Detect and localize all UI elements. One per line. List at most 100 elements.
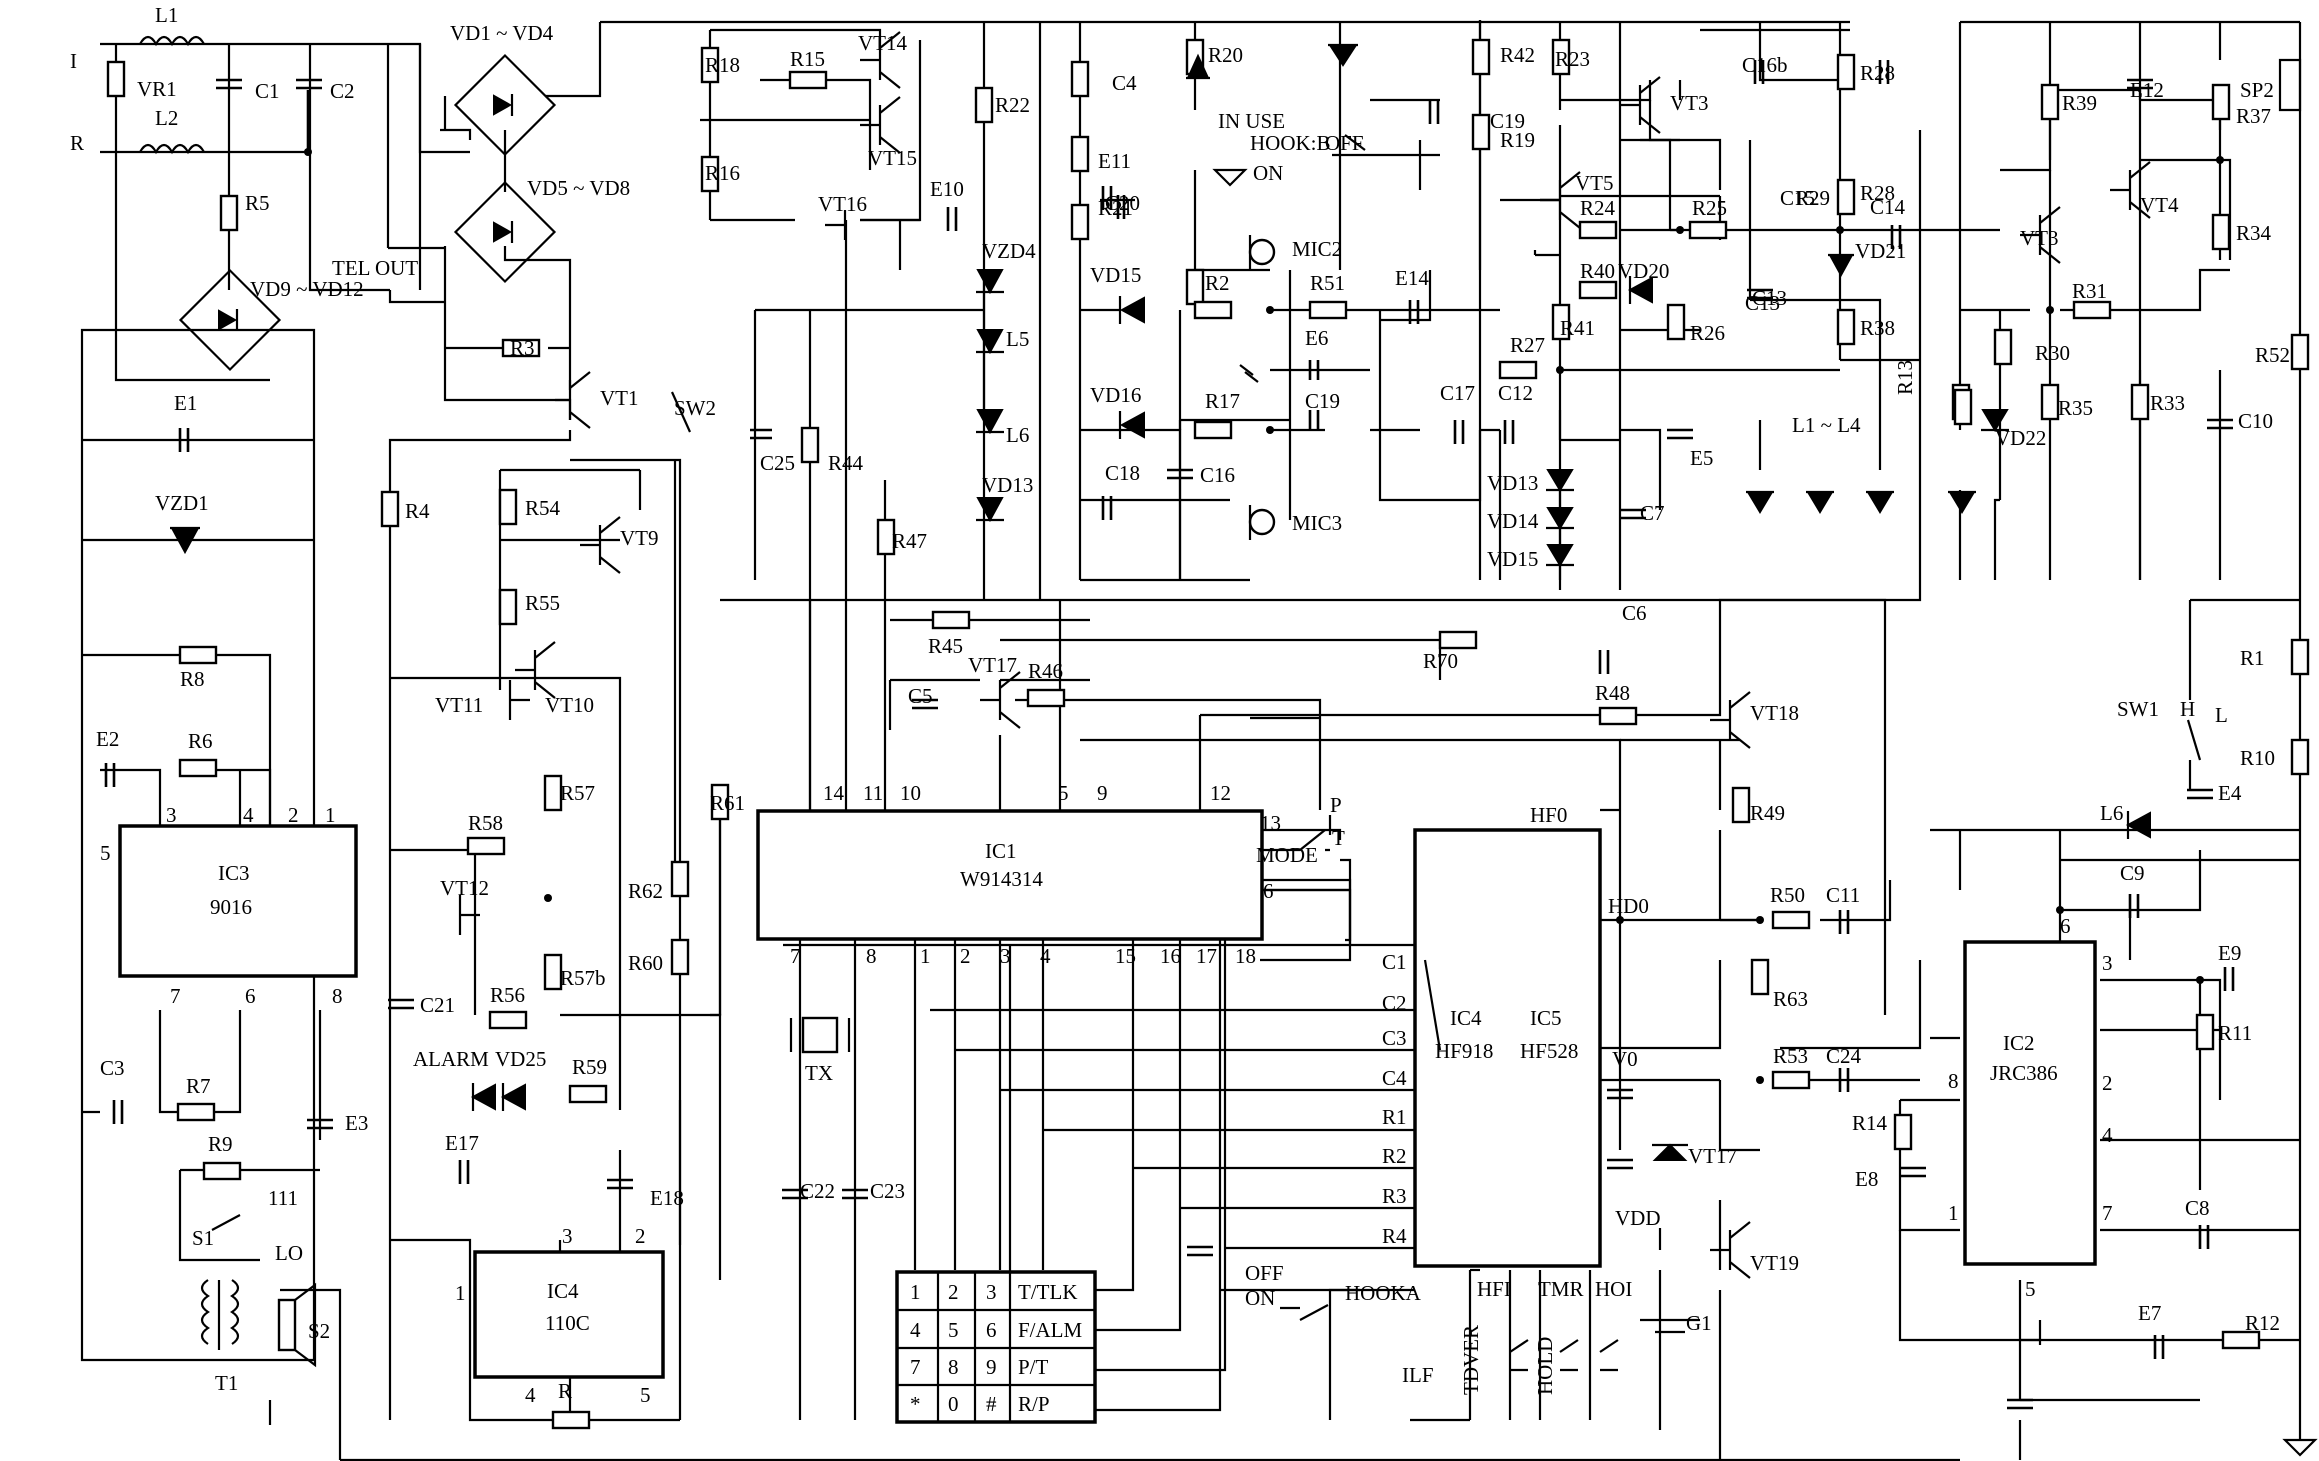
svg-text:C3: C3 (100, 1056, 125, 1080)
svg-text:HOI: HOI (1595, 1277, 1632, 1301)
svg-text:9: 9 (986, 1355, 997, 1379)
svg-text:R51: R51 (1310, 271, 1345, 295)
svg-text:C4: C4 (1112, 71, 1137, 95)
svg-text:T1: T1 (215, 1371, 238, 1395)
ic4-110c: IC4 110C 1 3 2 4 5 (455, 1224, 665, 1407)
svg-text:3: 3 (1000, 944, 1011, 968)
svg-text:E12: E12 (2130, 78, 2164, 102)
svg-text:VT16: VT16 (818, 192, 867, 216)
svg-text:R50: R50 (1770, 883, 1805, 907)
svg-text:VDD: VDD (1615, 1206, 1661, 1230)
svg-text:R41: R41 (1560, 316, 1595, 340)
terminal-tel-out: TEL OUT (332, 256, 418, 280)
svg-text:4: 4 (243, 803, 254, 827)
svg-text:R47: R47 (892, 529, 927, 553)
svg-text:VT19: VT19 (1750, 1251, 1799, 1275)
svg-text:E9: E9 (2218, 941, 2241, 965)
ic3-part: 9016 (210, 895, 252, 919)
svg-text:E18: E18 (650, 1186, 684, 1210)
svg-text:3: 3 (986, 1280, 997, 1304)
svg-text:TX: TX (805, 1061, 833, 1085)
svg-text:VT5: VT5 (1575, 171, 1614, 195)
svg-text:VD25: VD25 (495, 1047, 546, 1071)
svg-text:VD15: VD15 (1090, 263, 1141, 287)
svg-text:R63: R63 (1773, 987, 1808, 1011)
svg-text:2: 2 (960, 944, 971, 968)
svg-text:HOOKA: HOOKA (1345, 1281, 1422, 1305)
svg-text:SW2: SW2 (674, 396, 716, 420)
svg-text:1: 1 (455, 1281, 466, 1305)
svg-text:L5: L5 (1006, 327, 1029, 351)
svg-text:2: 2 (288, 803, 299, 827)
svg-text:R53: R53 (1773, 1044, 1808, 1068)
inductors (139, 35, 240, 1350)
svg-text:E3: E3 (345, 1111, 368, 1135)
svg-text:R55: R55 (525, 591, 560, 615)
svg-text:E2: E2 (96, 727, 119, 751)
svg-text:TMR: TMR (1538, 1277, 1584, 1301)
svg-text:R: R (558, 1379, 572, 1403)
svg-text:MIC3: MIC3 (1292, 511, 1342, 535)
svg-text:R10: R10 (2240, 746, 2275, 770)
svg-text:E14: E14 (1395, 266, 1429, 290)
svg-text:17: 17 (1196, 944, 1217, 968)
svg-text:R57: R57 (560, 781, 595, 805)
svg-text:E8: E8 (1855, 1167, 1878, 1191)
svg-text:VR1: VR1 (137, 77, 177, 101)
svg-text:3: 3 (166, 803, 177, 827)
svg-text:R12: R12 (2245, 1311, 2280, 1335)
svg-text:MODE: MODE (1256, 843, 1318, 867)
svg-text:C18: C18 (1105, 461, 1140, 485)
diodes (170, 43, 2151, 1161)
svg-text:110C: 110C (545, 1311, 590, 1335)
svg-text:R46: R46 (1028, 659, 1063, 683)
svg-text:R24: R24 (1580, 196, 1616, 220)
svg-text:C24: C24 (1826, 1044, 1862, 1068)
svg-text:E6: E6 (1305, 326, 1328, 350)
svg-text:R39: R39 (2062, 91, 2097, 115)
svg-text:11: 11 (863, 781, 883, 805)
svg-text:E17: E17 (445, 1131, 479, 1155)
svg-text:R28: R28 (1860, 61, 1895, 85)
svg-text:VT9: VT9 (620, 526, 659, 550)
svg-text:R48: R48 (1595, 681, 1630, 705)
svg-text:C5: C5 (908, 684, 933, 708)
svg-text:R35: R35 (2058, 396, 2093, 420)
svg-text:R52: R52 (2255, 343, 2290, 367)
svg-text:V0: V0 (1612, 1047, 1638, 1071)
svg-text:R22: R22 (995, 93, 1030, 117)
svg-text:SW1: SW1 (2117, 697, 2159, 721)
svg-text:IN USE: IN USE (1218, 109, 1285, 133)
svg-text:S2: S2 (308, 1319, 330, 1343)
svg-text:4: 4 (525, 1383, 536, 1407)
svg-text:C19: C19 (1305, 389, 1340, 413)
svg-text:C13: C13 (1752, 286, 1787, 310)
svg-text:R4: R4 (405, 499, 430, 523)
svg-text:6: 6 (2060, 914, 2071, 938)
svg-text:15: 15 (1115, 944, 1136, 968)
svg-text:R13: R13 (1893, 360, 1917, 395)
svg-text:VD22: VD22 (1995, 426, 2046, 450)
svg-text:1: 1 (325, 803, 336, 827)
svg-text:R20: R20 (1208, 43, 1243, 67)
svg-text:C6: C6 (1622, 601, 1647, 625)
svg-text:VZD4: VZD4 (982, 239, 1036, 263)
svg-text:HFI: HFI (1477, 1277, 1511, 1301)
svg-text:H: H (2180, 697, 2195, 721)
svg-text:C21: C21 (420, 993, 455, 1017)
svg-text:R23: R23 (1555, 47, 1590, 71)
svg-text:5: 5 (948, 1318, 959, 1342)
svg-text:R44: R44 (828, 451, 864, 475)
svg-text:VD20: VD20 (1618, 259, 1669, 283)
svg-text:0: 0 (948, 1392, 959, 1416)
svg-text:2: 2 (2102, 1071, 2113, 1095)
svg-text:111: 111 (268, 1186, 298, 1210)
svg-text:E5: E5 (1690, 446, 1713, 470)
svg-text:4: 4 (2102, 1123, 2113, 1147)
svg-text:R62: R62 (628, 879, 663, 903)
svg-text:VD9 ~ VD12: VD9 ~ VD12 (250, 277, 364, 301)
svg-text:R8: R8 (180, 667, 205, 691)
svg-text:VD5 ~ VD8: VD5 ~ VD8 (527, 176, 630, 200)
svg-text:R45: R45 (928, 634, 963, 658)
